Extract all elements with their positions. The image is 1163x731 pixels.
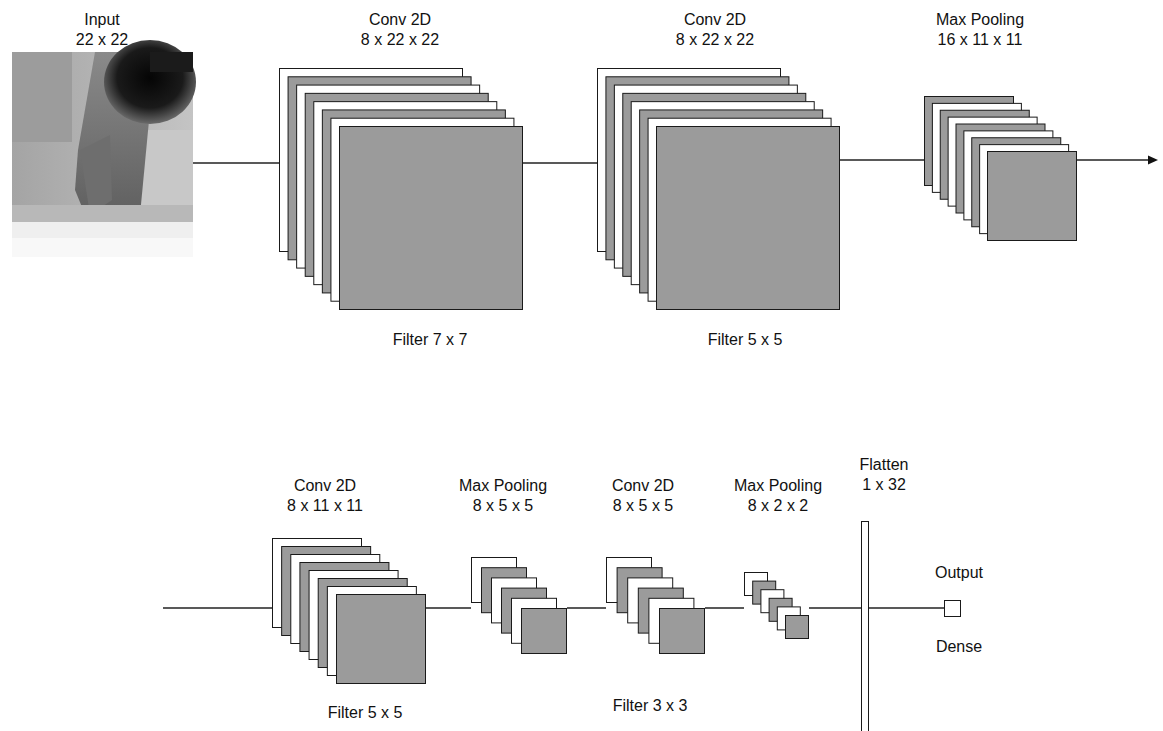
layer-label: 8 x 5 x 5 bbox=[613, 497, 673, 515]
pooling-layer: Max Pooling8 x 2 x 2 bbox=[744, 572, 809, 639]
pooling-layer: Max Pooling8 x 5 x 5 bbox=[471, 557, 567, 654]
flatten-layer: Flatten1 x 32 bbox=[861, 521, 869, 731]
layer-shape bbox=[924, 96, 1077, 241]
layer-label: 8 x 5 x 5 bbox=[473, 497, 533, 515]
layer-label: Conv 2D bbox=[369, 11, 431, 29]
layer-label: Filter 5 x 5 bbox=[708, 331, 783, 349]
layer-label: 8 x 22 x 22 bbox=[676, 31, 754, 49]
layer-shape bbox=[597, 68, 840, 310]
layer-label: Conv 2D bbox=[612, 477, 674, 495]
layer-label: 16 x 11 x 11 bbox=[938, 31, 1023, 49]
connector bbox=[869, 608, 944, 609]
layer-shape bbox=[279, 68, 523, 310]
connector bbox=[809, 608, 861, 609]
layer-label: Dense bbox=[936, 638, 982, 656]
connector bbox=[840, 160, 924, 161]
layer-label: 8 x 22 x 22 bbox=[361, 31, 439, 49]
connector bbox=[705, 608, 744, 609]
layer-label: Conv 2D bbox=[684, 11, 746, 29]
layer-label: 8 x 2 x 2 bbox=[748, 497, 808, 515]
layer-shape bbox=[272, 538, 426, 684]
layer-label: Conv 2D bbox=[294, 477, 356, 495]
pooling-layer: Max Pooling16 x 11 x 11 bbox=[924, 96, 1077, 241]
connector bbox=[567, 608, 606, 609]
layer-label: 8 x 11 x 11 bbox=[287, 497, 363, 515]
layer-label: Flatten bbox=[860, 456, 909, 474]
wire-in bbox=[163, 607, 272, 608]
conv-layer: Conv 2D8 x 5 x 5Filter 3 x 3 bbox=[606, 557, 705, 654]
connector bbox=[426, 608, 471, 609]
arrow-head bbox=[1148, 156, 1158, 165]
layer-label: Max Pooling bbox=[459, 477, 547, 495]
layer-label: 1 x 32 bbox=[862, 476, 906, 494]
layer-shape bbox=[944, 600, 961, 617]
layer-label: Filter 5 x 5 bbox=[328, 704, 403, 722]
layer-label: 22 x 22 bbox=[76, 31, 128, 49]
layer-label: Input bbox=[84, 11, 120, 29]
layer-label: Max Pooling bbox=[936, 11, 1024, 29]
input-image bbox=[12, 40, 196, 257]
layer-label: Max Pooling bbox=[734, 477, 822, 495]
conv-layer: Conv 2D8 x 11 x 11Filter 5 x 5 bbox=[272, 538, 426, 684]
layer-shape bbox=[471, 557, 567, 654]
wire-out bbox=[1077, 159, 1150, 160]
layer-shape bbox=[606, 557, 705, 654]
connector bbox=[523, 163, 597, 164]
layer-shape bbox=[744, 572, 809, 639]
layer-label: Output bbox=[935, 564, 983, 582]
layer-shape bbox=[861, 521, 869, 731]
layer-label: Filter 7 x 7 bbox=[393, 331, 468, 349]
connector bbox=[193, 163, 279, 164]
input-layer: Input22 x 22 bbox=[12, 52, 193, 257]
layer-label: Filter 3 x 3 bbox=[613, 697, 688, 715]
dense-output: OutputDense bbox=[944, 600, 961, 617]
conv-layer: Conv 2D8 x 22 x 22Filter 5 x 5 bbox=[597, 68, 840, 310]
conv-layer: Conv 2D8 x 22 x 22Filter 7 x 7 bbox=[279, 68, 523, 310]
